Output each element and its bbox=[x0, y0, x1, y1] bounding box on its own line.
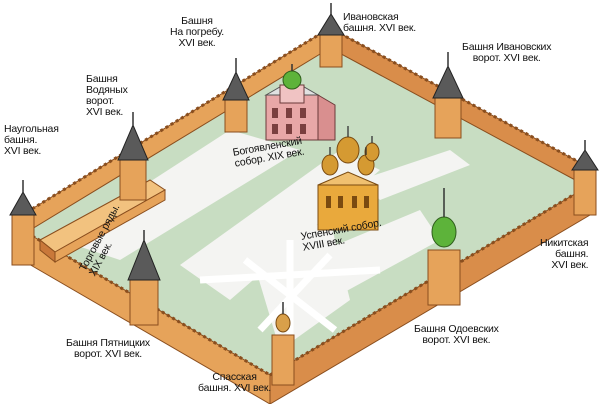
epiphany-cathedral-building bbox=[264, 64, 336, 141]
tower-pyatnitsky bbox=[127, 230, 161, 326]
tower-cellar bbox=[222, 58, 250, 133]
assumption-cathedral-building bbox=[317, 126, 380, 231]
label-tower-ivanov-gate: Башня Ивановских ворот. XVI век. bbox=[462, 41, 552, 64]
label-tower-pyatnitsky: Башня Пятницких ворот. XVI век. bbox=[66, 337, 150, 360]
tower-ivanov-gate bbox=[432, 52, 464, 139]
tower-nikitskaya bbox=[571, 140, 599, 216]
tower-water-gate bbox=[117, 112, 149, 201]
label-tower-spasskaya: Спасская башня. XVI век. bbox=[198, 371, 272, 394]
label-tower-water-gate: Башня Водяных ворот. XVI век. bbox=[86, 73, 128, 118]
label-tower-odoevsky: Башня Одоевских ворот. XVI век. bbox=[414, 323, 499, 346]
label-tower-ivanov: Ивановская башня. XVI век. bbox=[343, 11, 417, 34]
tower-spasskaya bbox=[271, 302, 295, 386]
tower-ivanov bbox=[317, 3, 345, 68]
path-junction bbox=[199, 240, 381, 345]
label-tower-nikitskaya: Никитская башня. XVI век. bbox=[540, 237, 589, 271]
tower-odoevsky bbox=[427, 188, 461, 306]
label-tower-cellar: Башня На погребу. XVI век. bbox=[170, 15, 224, 49]
label-tower-corner: Наугольная башня. XVI век. bbox=[4, 123, 59, 157]
tower-corner-west bbox=[9, 180, 37, 266]
